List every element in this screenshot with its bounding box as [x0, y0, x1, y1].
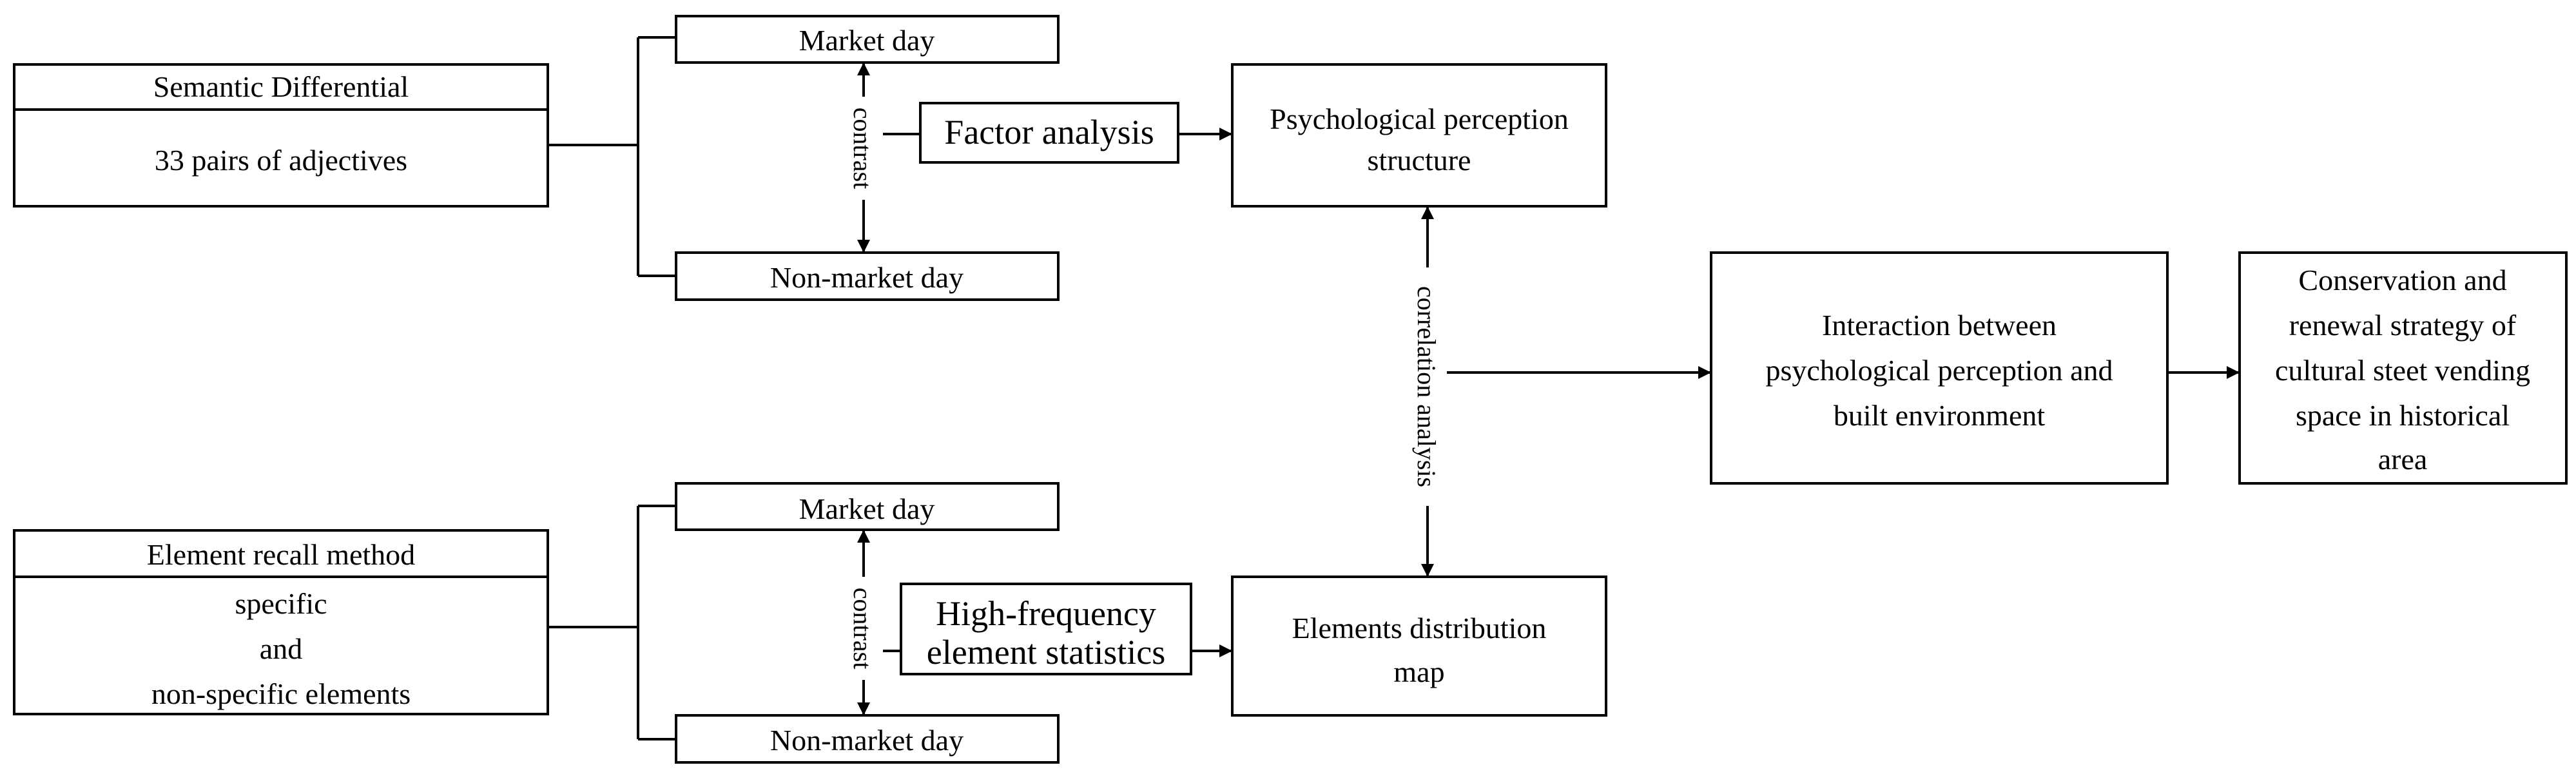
interaction-box	[1710, 251, 2169, 485]
bottom-non-market-day-label: Non-market day	[770, 724, 964, 757]
high-frequency-line-1: High-frequency	[936, 594, 1156, 633]
psych-perception-box	[1231, 63, 1607, 208]
semantic-body: 33 pairs of adjectives	[155, 144, 407, 177]
interaction-line-1: Interaction between	[1822, 309, 2057, 342]
recall-line-1: specific	[235, 587, 327, 620]
top-non-market-day-label: Non-market day	[770, 261, 964, 294]
strategy-line-1: Conservation and	[2298, 264, 2506, 296]
recall-line-3: non-specific elements	[151, 677, 411, 710]
elements-distribution-box	[1231, 576, 1607, 717]
psych-perception-line-2: structure	[1368, 144, 1471, 177]
semantic-title: Semantic Differential	[153, 70, 409, 103]
interaction-line-3: built environment	[1834, 399, 2046, 432]
strategy-line-2: renewal strategy of	[2289, 309, 2517, 342]
factor-analysis-label: Factor analysis	[944, 113, 1154, 151]
correlation-label-bg	[1408, 267, 1447, 506]
interaction-line-2: psychological perception and	[1765, 354, 2113, 387]
bottom-market-day-label: Market day	[799, 492, 935, 525]
bottom-contrast-label-bg	[844, 577, 883, 680]
strategy-line-4: space in historical	[2296, 399, 2510, 432]
strategy-box	[2238, 251, 2568, 485]
high-frequency-box	[900, 583, 1192, 675]
top-market-day-label: Market day	[799, 24, 935, 57]
top-contrast-label-bg	[844, 97, 883, 200]
top-contrast-label: contrast	[848, 108, 877, 189]
bottom-contrast-label: contrast	[848, 588, 877, 670]
elements-distribution-line-2: map	[1393, 655, 1444, 688]
strategy-line-5: area	[2378, 443, 2428, 476]
recall-title: Element recall method	[147, 538, 415, 571]
high-frequency-line-2: element statistics	[927, 633, 1165, 672]
correlation-label: correlation analysis	[1412, 286, 1441, 487]
recall-line-2: and	[260, 632, 302, 665]
elements-distribution-line-1: Elements distribution	[1292, 612, 1547, 644]
semantic-differential-box	[13, 63, 549, 208]
element-recall-box	[13, 529, 549, 715]
strategy-line-3: cultural steet vending	[2275, 354, 2530, 387]
psych-perception-line-1: Psychological perception	[1270, 102, 1569, 135]
